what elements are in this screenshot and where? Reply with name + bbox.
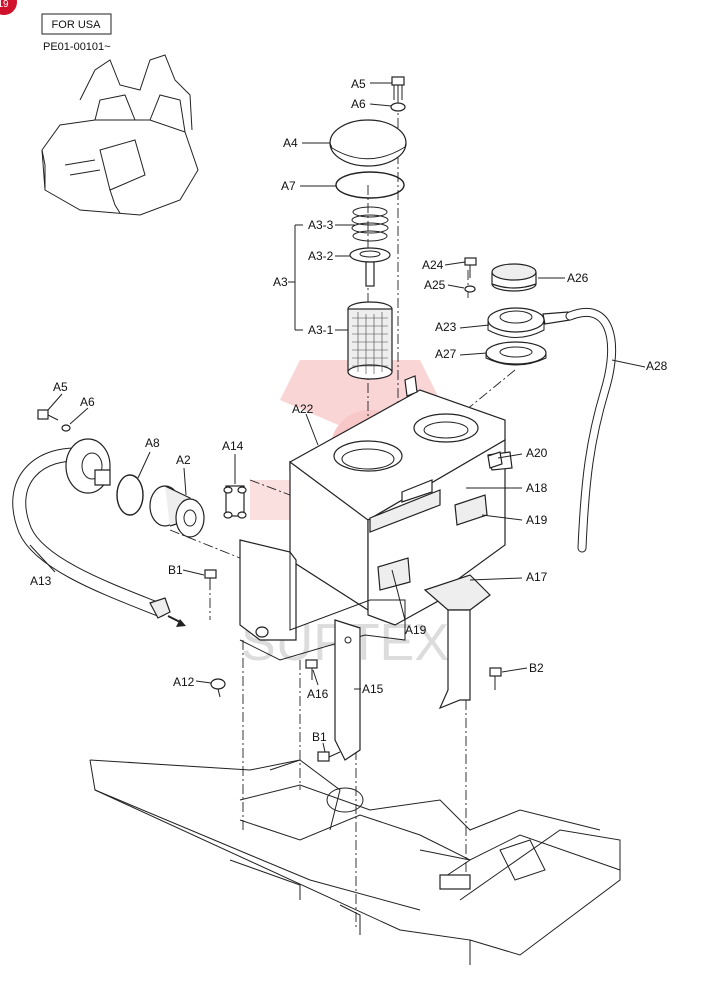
label-b1-upper: B1	[168, 563, 183, 577]
clamp-a14	[223, 485, 247, 519]
label-a6-top: A6	[351, 97, 366, 111]
label-a20: A20	[526, 446, 548, 460]
machine-overview-inset	[41, 54, 199, 216]
svg-text:19: 19	[0, 0, 9, 10]
washer-a25	[464, 285, 476, 293]
label-a2: A2	[176, 453, 191, 467]
bolt-b1-upper	[204, 569, 217, 590]
bolt-b1-lower	[317, 751, 341, 762]
label-a13: A13	[30, 574, 52, 588]
label-a3-3: A3-3	[308, 218, 334, 232]
label-a3-2: A3-2	[308, 249, 334, 263]
washer-a6-left	[61, 424, 71, 432]
label-a25: A25	[424, 278, 446, 292]
label-a7: A7	[281, 179, 296, 193]
o-ring-a8	[116, 474, 144, 516]
label-a5-top: A5	[351, 77, 366, 91]
label-a26: A26	[567, 271, 589, 285]
label-a22: A22	[292, 402, 314, 416]
o-ring-a7	[335, 171, 405, 199]
label-a28: A28	[646, 359, 668, 373]
label-a19-lower: A19	[405, 623, 427, 637]
tab-a20	[487, 451, 503, 469]
suction-hose-a13	[12, 438, 171, 619]
label-a3: A3	[273, 275, 288, 289]
label-a4: A4	[283, 136, 298, 150]
label-a3-1: A3-1	[308, 323, 334, 337]
a3-bracket	[288, 224, 355, 331]
serial-range: PE01-00101~	[43, 41, 111, 53]
strainer-a3-1	[347, 301, 393, 380]
label-a5-left: A5	[53, 380, 68, 394]
part-labels: A5 A6 A4 A7 A3-3 A3-2 A3 A3-1 A24 A25 A2…	[30, 77, 668, 744]
washer-a6-top	[390, 102, 406, 112]
filler-neck-a23	[487, 307, 571, 338]
page-marker: 19	[0, 0, 17, 15]
bolt-a16	[305, 659, 318, 680]
bolt-a5-left	[37, 409, 59, 421]
label-a6-left: A6	[80, 395, 95, 409]
label-a18: A18	[526, 481, 548, 495]
region-label: FOR USA	[52, 19, 102, 31]
spring-a3-3	[351, 206, 389, 242]
label-a15: A15	[362, 682, 384, 696]
label-a8: A8	[145, 436, 160, 450]
leader-lines	[29, 82, 646, 753]
cap-a26	[491, 263, 537, 292]
bolt-b2	[489, 667, 502, 690]
label-a24: A24	[422, 258, 444, 272]
label-a19-right: A19	[526, 513, 548, 527]
label-a17: A17	[526, 570, 548, 584]
bolt-a24	[464, 257, 477, 278]
fuel-tank-a22	[289, 375, 513, 626]
label-a16: A16	[307, 687, 329, 701]
label-a23: A23	[435, 320, 457, 334]
hose-a28	[565, 307, 616, 553]
gasket-a27	[485, 341, 547, 366]
valve-a3-2	[349, 247, 391, 287]
cover-a4	[329, 119, 407, 167]
filter-a2	[149, 485, 205, 538]
bolt-a5-top	[391, 76, 405, 100]
stay-a17	[423, 574, 491, 710]
label-b1-lower: B1	[312, 730, 327, 744]
machine-frame	[89, 759, 621, 965]
plate-a15	[334, 619, 361, 761]
flow-arrow	[167, 615, 181, 623]
region-label-box: FOR USA	[41, 13, 112, 35]
label-a12: A12	[173, 675, 195, 689]
label-b2: B2	[529, 661, 544, 675]
bolt-a12	[210, 678, 226, 698]
label-a27: A27	[435, 347, 457, 361]
label-a14: A14	[222, 439, 244, 453]
